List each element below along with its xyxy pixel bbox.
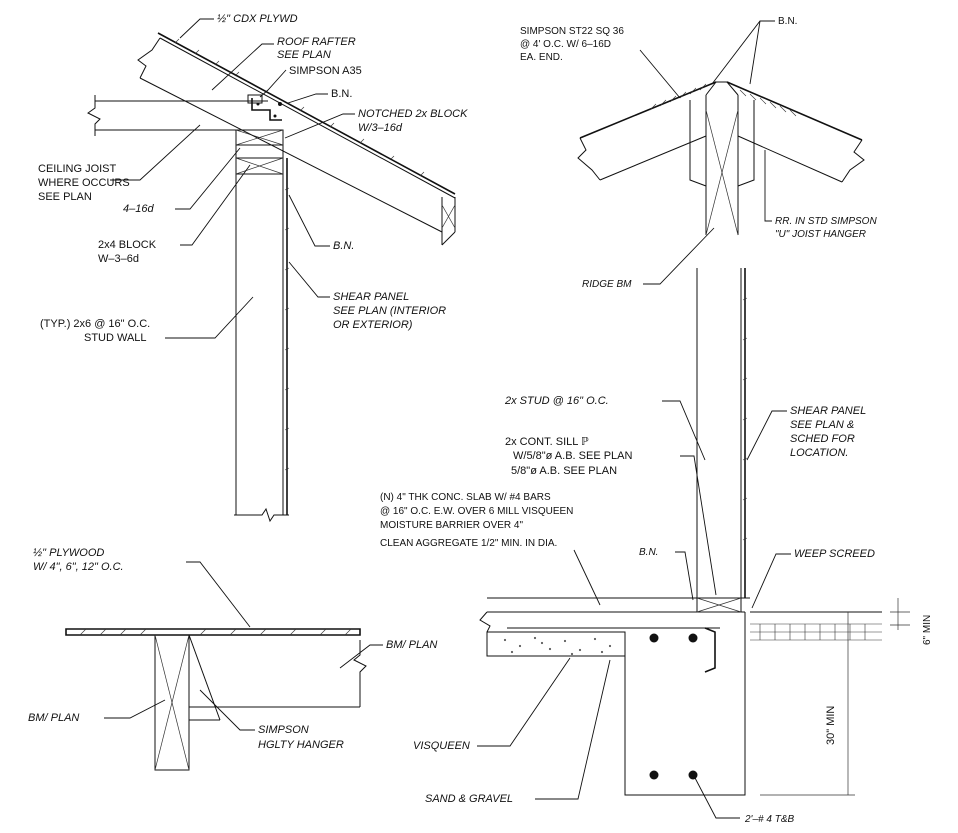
roof-plywood	[158, 33, 455, 194]
footing-rebar-hook	[705, 628, 715, 672]
label-shear-int-ext: OR EXTERIOR)	[333, 319, 413, 331]
ridge-detail: SIMPSON ST22 SQ 36 @ 4' O.C. W/ 6–16D EA…	[520, 16, 877, 290]
wall-section: 2x STUD @ 16" O.C. 2x CONT. SILL ℙ W/5/8…	[504, 268, 866, 598]
footing-outline	[625, 612, 745, 795]
beam-hanger-detail: ½" PLYWOOD W/ 4", 6", 12" O.C. BM/ PLAN …	[28, 547, 437, 770]
label-footing-bn: B.N.	[639, 547, 658, 558]
label-cont-sill: 2x CONT. SILL ℙ	[505, 436, 589, 448]
slab-footing-detail: 6" MIN 30" MIN (N) 4" THK CONC. SLAB W/ …	[380, 492, 933, 825]
label-wall-shear-location: LOCATION.	[790, 447, 848, 459]
label-bm-plan-left: BM/ PLAN	[28, 712, 79, 724]
bottom-rebar-left	[649, 770, 659, 780]
top-rebar-left	[649, 633, 659, 643]
joist-break-line	[88, 95, 100, 136]
label-plywood-nailing: W/ 4", 6", 12" O.C.	[33, 561, 124, 573]
label-slab-3: MOISTURE BARRIER OVER 4"	[380, 520, 523, 531]
label-slab-4: CLEAN AGGREGATE 1/2" MIN. IN DIA.	[380, 538, 557, 549]
rafter-bottom	[140, 78, 442, 232]
rafter-break-line	[138, 38, 160, 78]
top-rebar-right	[688, 633, 698, 643]
wall-break-line	[234, 509, 289, 521]
label-stud-spacing: (TYP.) 2x6 @ 16" O.C.	[40, 318, 150, 330]
label-joist-hanger-2: "U" JOIST HANGER	[775, 229, 866, 240]
left-rafter-bottom	[600, 136, 706, 180]
sill-plate	[697, 598, 741, 612]
label-notched-block-nails: W/3–16d	[358, 122, 403, 134]
right-rafter-top	[727, 82, 862, 140]
dim-30-min: 30" MIN	[825, 706, 837, 745]
label-visqueen: VISQUEEN	[413, 740, 470, 752]
right-hanger	[738, 100, 754, 186]
label-strap-each-end: EA. END.	[520, 52, 563, 63]
label-ceiling-joist: CEILING JOIST	[38, 163, 117, 175]
label-sill-ab: W/5/8"ø A.B. SEE PLAN	[513, 450, 633, 462]
rafter-top	[160, 38, 455, 198]
label-slab-2: @ 16" O.C. E.W. OVER 6 MILL VISQUEEN	[380, 506, 573, 517]
label-slab-1: (N) 4" THK CONC. SLAB W/ #4 BARS	[380, 492, 551, 503]
label-notched-block: NOTCHED 2x BLOCK	[358, 108, 468, 120]
soil-hatch	[750, 624, 882, 640]
label-4-16d: 4–16d	[123, 203, 154, 215]
hanger-strap	[189, 635, 220, 720]
label-weep-screed: WEEP SCREED	[794, 548, 875, 560]
label-shear-see-plan: SEE PLAN (INTERIOR	[333, 305, 446, 317]
label-hglty-hanger: HGLTY HANGER	[258, 739, 344, 751]
label-simpson-a35: SIMPSON A35	[289, 65, 362, 77]
label-half-plywood: ½" PLYWOOD	[33, 547, 104, 559]
label-stud-wall: STUD WALL	[84, 332, 147, 344]
notched-block	[236, 130, 283, 145]
left-rafter-top	[580, 82, 716, 138]
label-bm-plan-right: BM/ PLAN	[386, 639, 437, 651]
bottom-rebar-right	[688, 770, 698, 780]
support-beam-section	[155, 635, 189, 770]
label-ridge-bn: B.N.	[778, 16, 797, 27]
label-2x-stud: 2x STUD @ 16" O.C.	[504, 395, 609, 407]
label-simpson-hanger: SIMPSON	[258, 724, 309, 736]
beam-break-line	[354, 640, 366, 707]
label-where-occurs: WHERE OCCURS	[38, 177, 130, 189]
label-bn-side: B.N.	[333, 240, 354, 252]
dim-6-min: 6" MIN	[922, 615, 933, 645]
label-wall-shear-sched: SCHED FOR	[790, 433, 855, 445]
label-block-nails: W–3–6d	[98, 253, 139, 265]
roof-eave-detail: ½" CDX PLYWD ROOF RAFTER SEE PLAN SIMPSO…	[38, 13, 468, 521]
label-bn-top: B.N.	[331, 88, 352, 100]
label-rafter-see-plan: SEE PLAN	[277, 49, 331, 61]
label-joist-see-plan: SEE PLAN	[38, 191, 92, 203]
label-wall-shear-see-plan: SEE PLAN &	[790, 419, 854, 431]
block-2x4	[236, 158, 283, 174]
simpson-a35-clip	[252, 98, 282, 120]
label-footing-bars: 2'–# 4 T&B	[744, 814, 794, 825]
label-sand-gravel: SAND & GRAVEL	[425, 793, 513, 805]
label-2x4-block: 2x4 BLOCK	[98, 239, 157, 251]
aggregate-layer	[487, 632, 625, 656]
floor-plywood	[66, 629, 360, 635]
label-wall-shear-panel: SHEAR PANEL	[790, 405, 866, 417]
label-strap-spacing: @ 4' O.C. W/ 6–16D	[520, 39, 611, 50]
label-cdx-plywood: ½" CDX PLYWD	[217, 13, 298, 25]
label-simpson-st22: SIMPSON ST22 SQ 36	[520, 26, 624, 37]
label-joist-hanger-1: RR. IN STD SIMPSON	[775, 216, 877, 227]
label-ridge-beam: RIDGE BM	[582, 279, 632, 290]
label-anchor-bolt: 5/8"ø A.B. SEE PLAN	[511, 465, 617, 477]
label-shear-panel: SHEAR PANEL	[333, 291, 409, 303]
right-rafter-bottom	[738, 136, 842, 182]
label-roof-rafter: ROOF RAFTER	[277, 36, 356, 48]
left-hanger	[690, 100, 706, 186]
